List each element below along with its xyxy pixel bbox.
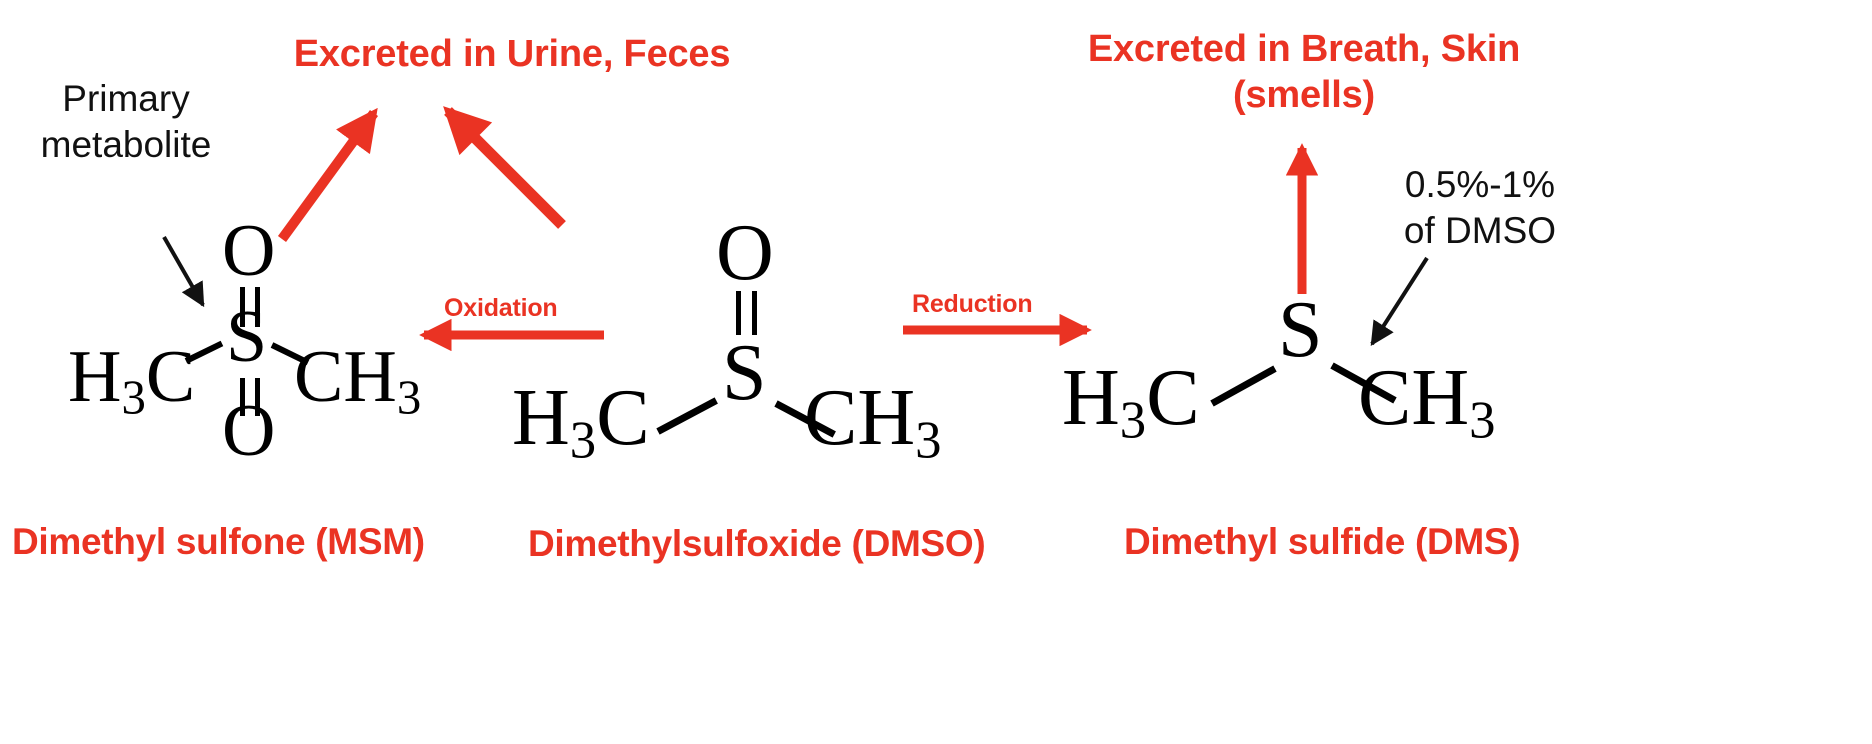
dms-bond-left bbox=[1210, 365, 1277, 407]
msm-bottom-oxygen: O bbox=[222, 390, 276, 472]
dmso-right-methyl-sub: 3 bbox=[915, 411, 942, 470]
dmso-bond-left bbox=[656, 397, 718, 435]
dmso-right-methyl: CH3 bbox=[804, 378, 942, 468]
msm-bottom-double-bond-line-a bbox=[240, 378, 245, 416]
dms-left-methyl: H3C bbox=[1062, 358, 1200, 448]
percent-of-dmso-label: 0.5%-1% of DMSO bbox=[1403, 164, 1557, 251]
structure-msm: O S O H3C CH3 bbox=[0, 0, 480, 560]
msm-top-double-bond-line-a bbox=[240, 287, 245, 327]
dmso-left-methyl: H3C bbox=[512, 378, 650, 468]
dms-caption: Dimethyl sulfide (DMS) bbox=[1124, 521, 1521, 562]
msm-caption: Dimethyl sulfone (MSM) bbox=[12, 521, 425, 562]
msm-sulfur: S bbox=[226, 296, 268, 378]
dmso-right-methyl-ch: CH bbox=[804, 374, 916, 462]
dms-right-methyl-sub: 3 bbox=[1469, 391, 1496, 450]
dms-right-methyl: CH3 bbox=[1358, 358, 1496, 448]
structure-dms: S H3C CH3 bbox=[1040, 0, 1872, 560]
dms-left-methyl-h: H bbox=[1062, 354, 1120, 442]
msm-right-methyl: CH3 bbox=[294, 340, 421, 423]
msm-left-methyl-h: H bbox=[68, 336, 122, 418]
structure-dmso: O S H3C CH3 bbox=[480, 0, 1040, 560]
excreted-breath-skin-label: Excreted in Breath, Skin (smells) bbox=[1087, 28, 1521, 117]
dms-right-methyl-ch: CH bbox=[1358, 354, 1470, 442]
msm-left-methyl-c: C bbox=[145, 336, 196, 418]
dmso-sulfur: S bbox=[722, 329, 767, 417]
dmso-caption: Dimethylsulfoxide (DMSO) bbox=[528, 523, 986, 564]
oxidation-label: Oxidation bbox=[444, 294, 558, 322]
reduction-label: Reduction bbox=[912, 290, 1033, 318]
msm-top-double-bond-line-b bbox=[255, 287, 260, 327]
dms-sulfur: S bbox=[1278, 286, 1323, 374]
dmso-left-methyl-h: H bbox=[512, 374, 570, 462]
dmso-top-oxygen: O bbox=[716, 209, 774, 297]
dmso-double-bond-line-a bbox=[736, 291, 741, 335]
primary-metabolite-label: Primary metabolite bbox=[40, 78, 212, 165]
msm-left-methyl: H3C bbox=[68, 340, 195, 423]
dms-left-methyl-sub: 3 bbox=[1119, 391, 1147, 450]
excreted-urine-feces-label: Excreted in Urine, Feces bbox=[293, 33, 731, 75]
msm-bottom-double-bond-line-b bbox=[255, 378, 260, 416]
msm-top-oxygen: O bbox=[222, 210, 276, 292]
msm-left-methyl-sub: 3 bbox=[121, 369, 146, 425]
msm-right-methyl-ch: CH bbox=[294, 336, 397, 418]
dmso-left-methyl-c: C bbox=[596, 374, 650, 462]
dms-left-methyl-c: C bbox=[1146, 354, 1200, 442]
msm-right-methyl-sub: 3 bbox=[396, 369, 422, 425]
dmso-left-methyl-sub: 3 bbox=[569, 411, 597, 470]
dmso-double-bond-line-b bbox=[752, 291, 757, 335]
